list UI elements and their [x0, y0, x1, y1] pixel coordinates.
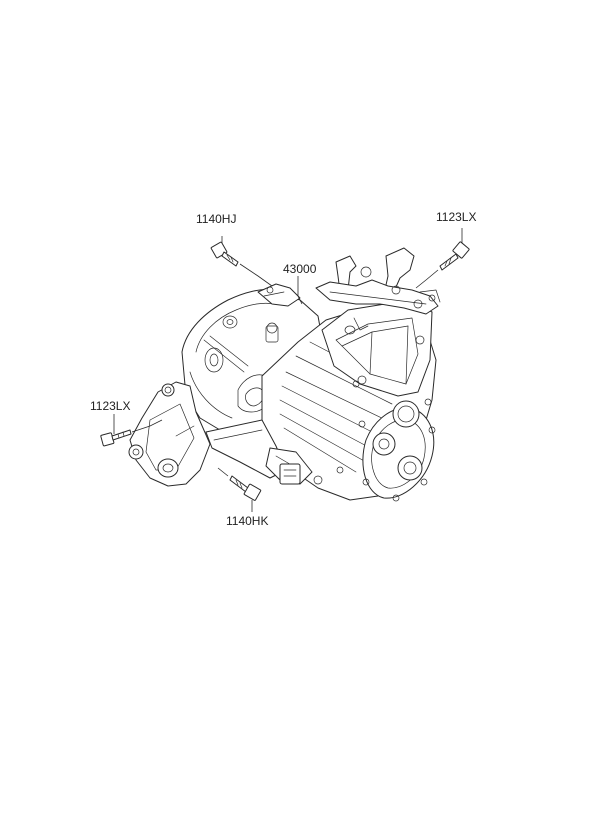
label-43000: 43000 [283, 262, 317, 276]
transaxle-assembly [128, 247, 441, 502]
bolt-1123lx-left [100, 414, 163, 447]
label-1140hj: 1140HJ [196, 212, 237, 226]
label-1140hk: 1140HK [226, 514, 269, 528]
label-1123lx-right: 1123LX [436, 210, 477, 224]
bolt-1123lx-right [415, 228, 470, 289]
label-1123lx-left: 1123LX [90, 399, 131, 413]
bolt-1140hj [210, 236, 273, 287]
leader-43000 [297, 276, 303, 305]
bolt-1140hk [217, 467, 262, 512]
